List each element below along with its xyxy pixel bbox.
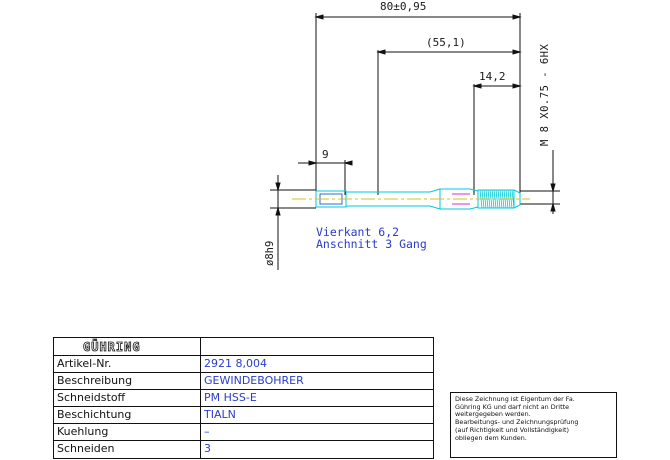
flutes-label: Schneiden: [57, 442, 115, 455]
title-row-flutes: Schneiden 3: [53, 441, 433, 457]
thread-length-text: 14,2: [479, 70, 506, 83]
material-value: PM HSS-E: [204, 391, 257, 404]
title-row-article: Artikel-Nr. 2921 8,004: [53, 356, 433, 372]
notice-line: weitergegeben werden.: [455, 410, 531, 419]
article-value: 2921 8,004: [204, 357, 267, 370]
title-row-material: Schneidstoff PM HSS-E: [53, 390, 433, 406]
notice-line: obliegen dem Kunden.: [455, 433, 527, 442]
title-block-grid: [53, 337, 434, 459]
notice-line: Diese Zeichnung ist Eigentum der Fa.: [455, 395, 575, 403]
brand-logo-text: GÜHRING: [83, 340, 141, 355]
flutes-value: 3: [204, 442, 211, 455]
shank-diameter-text: ø8h9: [264, 241, 276, 266]
square-length-text: 9: [322, 148, 329, 161]
notice-line: Gühring KG und darf nicht an Dritte: [455, 402, 570, 411]
thread-hatch-line: [495, 189, 499, 209]
square-note: Vierkant 6,2: [316, 225, 399, 239]
description-value: GEWINDEBOHRER: [204, 374, 304, 387]
title-row-cooling: Kuehlung –: [53, 424, 433, 440]
cooling-value: –: [204, 425, 210, 438]
coating-value: TIALN: [204, 408, 236, 421]
overall-length-text: 80±0,95: [380, 0, 426, 13]
notice-line: (auf Richtigkeit und Vollständigkeit): [455, 425, 569, 434]
description-label: Beschreibung: [57, 374, 133, 387]
cooling-label: Kuehlung: [57, 425, 109, 438]
thread-hatch-line: [489, 189, 493, 209]
notice-line: Bearbeitungs- und Zeichnungsprüfung: [455, 418, 579, 427]
article-label: Artikel-Nr.: [57, 357, 112, 370]
title-block-brand-row: GÜHRING: [53, 339, 433, 355]
coating-label: Beschichtung: [57, 408, 132, 421]
copyright-notice: Diese Zeichnung ist Eigentum der Fa. Güh…: [450, 392, 617, 458]
thread-spec-text: M 8 X0.75 - 6HX: [539, 43, 551, 146]
title-row-description: Beschreibung GEWINDEBOHRER: [53, 373, 433, 389]
material-label: Schneidstoff: [57, 391, 126, 404]
chamfer-note: Anschnitt 3 Gang: [316, 237, 427, 251]
shank-length-text: (55,1): [426, 36, 466, 49]
title-row-coating: Beschichtung TIALN: [53, 407, 433, 423]
dimension-lines: [270, 13, 560, 270]
